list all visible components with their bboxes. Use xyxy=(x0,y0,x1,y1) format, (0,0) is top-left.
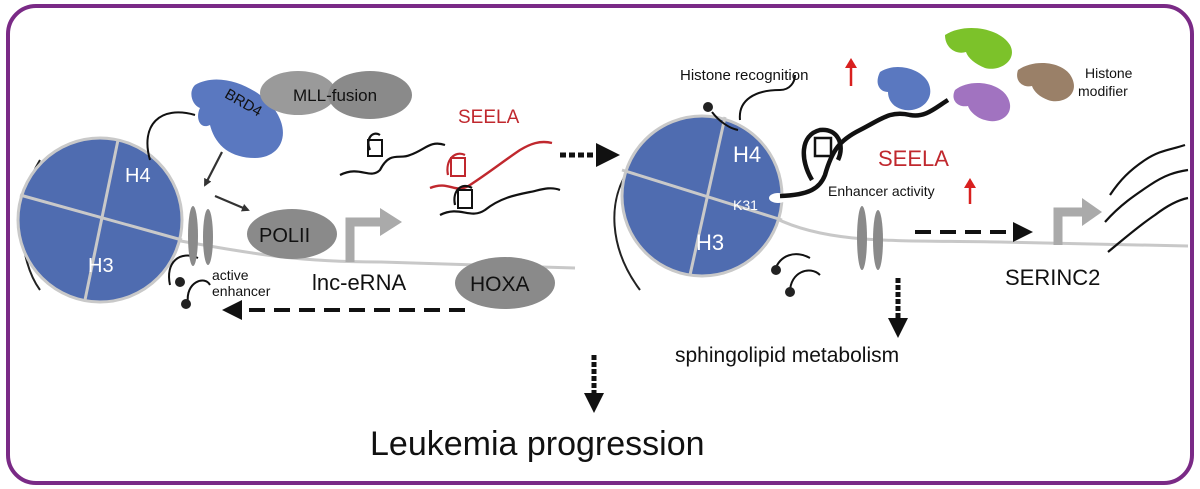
polii-label: POLII xyxy=(259,225,310,247)
histone-h4-label: H4 xyxy=(125,165,151,187)
down-arrow-icon-outcome xyxy=(584,355,604,413)
sphingolipid-label: sphingolipid metabolism xyxy=(675,344,899,367)
histone-tail-h3-2 xyxy=(186,279,211,304)
seela-label-right: SEELA xyxy=(878,146,949,171)
enhancer-oval-right-1 xyxy=(857,206,867,270)
histone-h3-label: H3 xyxy=(88,255,114,277)
arrow-to-polii xyxy=(214,194,250,212)
histone-modifier-label-1: Histone xyxy=(1085,65,1133,81)
mll-fusion-complex: MLL-fusion xyxy=(260,71,412,119)
serinc2-transcripts xyxy=(1104,143,1189,253)
enhancer-oval-right-2 xyxy=(873,210,883,270)
serinc2-label: SERINC2 xyxy=(1005,265,1100,290)
up-arrow-icon-enhancer xyxy=(964,178,976,204)
histone-modifier-label-2: modifier xyxy=(1078,83,1128,99)
histone-tail-right-h4 xyxy=(738,74,796,121)
histone-recognition-label: Histone recognition xyxy=(680,67,808,84)
enhancer-oval-1 xyxy=(188,206,198,266)
histone-h3-label-right: H3 xyxy=(696,230,724,255)
outer-frame xyxy=(6,4,1194,485)
enhancer-activity-label: Enhancer activity xyxy=(828,183,935,199)
arrow-brd4-to-nucleosome xyxy=(204,151,223,187)
seela-rna-right xyxy=(779,98,950,199)
mll-fusion-label: MLL-fusion xyxy=(293,86,377,105)
lnc-erna-transcripts xyxy=(339,132,561,216)
histone-h4-label-right: H4 xyxy=(733,142,761,167)
up-arrow-icon-recognition xyxy=(845,58,857,86)
hoxa-label: HOXA xyxy=(470,273,530,296)
histone-modifier-blue xyxy=(877,67,931,111)
histone-modifier-green xyxy=(945,27,1012,69)
k31-label: K31 xyxy=(733,197,758,213)
active-enhancer-label-1: active xyxy=(212,267,249,283)
nucleosome-left: H4 H3 xyxy=(16,136,184,304)
enhancer-oval-2 xyxy=(203,209,213,265)
outcome-label: Leukemia progression xyxy=(370,425,705,463)
lnc-erna-label: lnc-eRNA xyxy=(312,270,406,295)
polii-protein xyxy=(247,209,337,259)
acetyl-mark-2 xyxy=(181,299,191,309)
hoxa-gene xyxy=(455,257,555,309)
nucleosome-right: H4 H3 K31 xyxy=(620,114,787,278)
acetyl-mark-1 xyxy=(175,277,185,287)
promoter-arrow-icon-left xyxy=(345,217,385,262)
histone-modifier-brown xyxy=(1017,63,1074,102)
seela-label-left: SEELA xyxy=(458,107,520,128)
histone-modifier-purple xyxy=(953,83,1011,122)
active-enhancer-label-2: enhancer xyxy=(212,283,271,299)
down-arrow-icon-sphingolipid xyxy=(888,278,908,338)
promoter-arrow-icon-right xyxy=(1053,207,1085,245)
histone-tail-h4 xyxy=(146,111,196,161)
